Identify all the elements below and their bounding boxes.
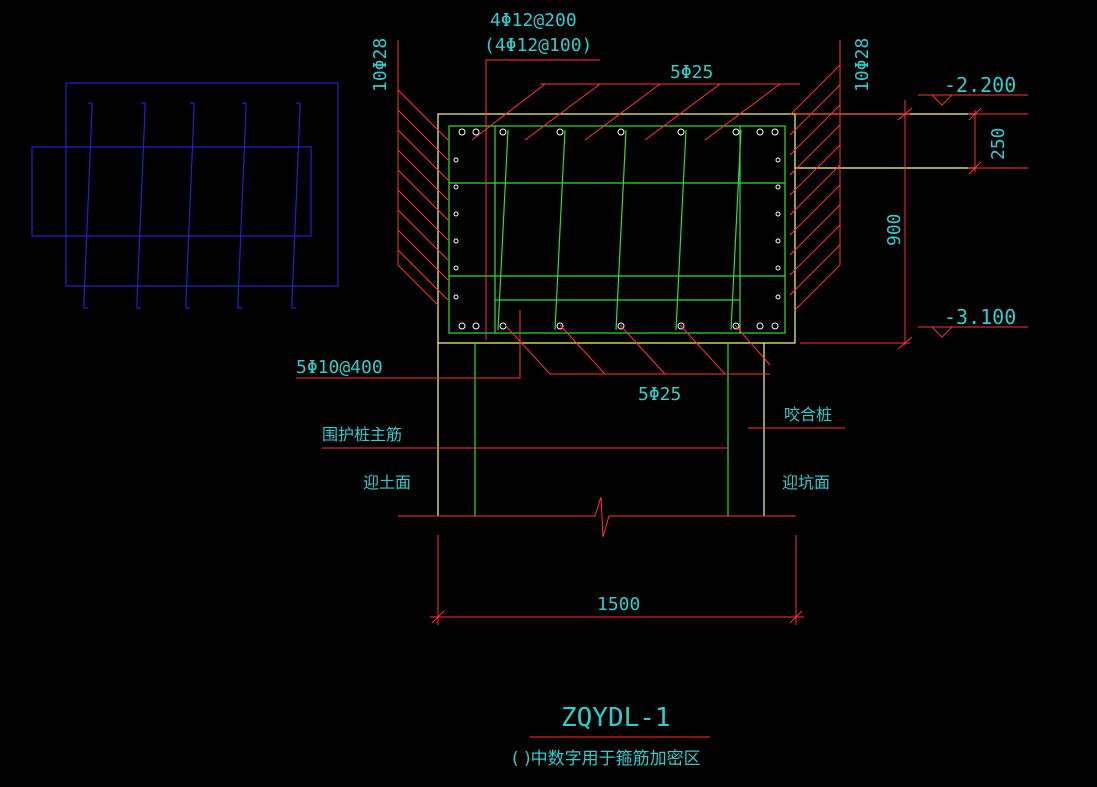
label-elev-top: -2.200: [944, 73, 1016, 97]
label-stirrup-top: 4Φ12@200: [490, 10, 577, 31]
label-top-bars: 5Φ25: [670, 62, 713, 83]
label-side-left: 10Φ28: [370, 38, 391, 92]
rebar-cage: [448, 125, 786, 334]
leader-lines: [296, 40, 1028, 738]
beam-outline: [437, 113, 796, 344]
drawing-note: ( )中数字用于箍筋加密区: [512, 749, 701, 769]
label-tie-bars: 5Φ10@400: [296, 357, 383, 378]
drawing-title: ZQYDL-1: [561, 703, 671, 733]
label-elev-bottom: -3.100: [944, 305, 1016, 329]
stirrup-detail: [31, 82, 339, 309]
labels: 4Φ12@200 (4Φ12@100) 5Φ25 10Φ28 10Φ28 -2.…: [296, 10, 1016, 769]
detail-hooks: [83, 102, 301, 309]
label-dim-250: 250: [988, 127, 1009, 160]
detail-outer-rect: [65, 82, 339, 287]
rebar-dots: [453, 128, 781, 330]
rebar-outer-stirrup: [448, 125, 786, 334]
label-pile-main-bar: 围护桩主筋: [322, 425, 402, 444]
detail-inner-rect: [31, 146, 312, 237]
label-bottom-bars: 5Φ25: [638, 384, 681, 405]
label-interlock-pile: 咬合桩: [784, 405, 832, 424]
piles: [437, 343, 765, 516]
label-dim-900: 900: [884, 213, 905, 246]
label-soil-face: 迎土面: [363, 473, 411, 492]
label-pit-face: 迎坑面: [782, 473, 830, 492]
label-dim-1500: 1500: [597, 594, 640, 615]
label-stirrup-top-alt: (4Φ12@100): [484, 35, 592, 56]
label-side-right: 10Φ28: [852, 38, 873, 92]
